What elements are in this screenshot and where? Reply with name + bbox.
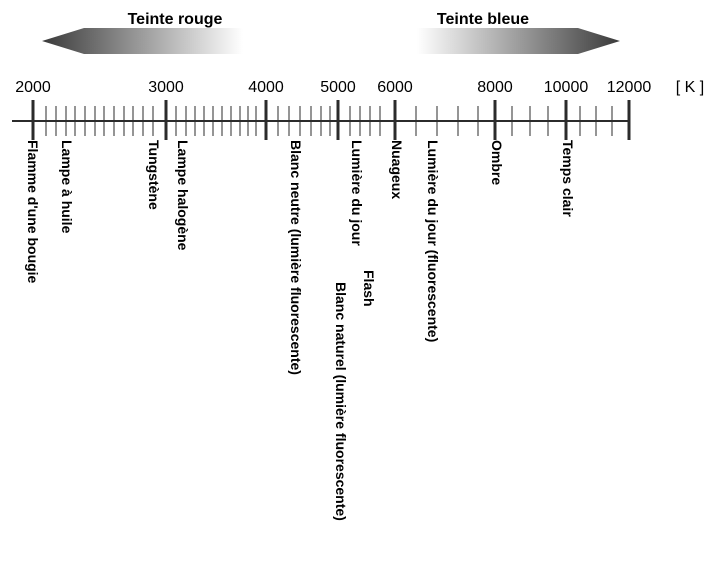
source-label-halogen: Lampe halogène — [175, 140, 191, 251]
tick-label-5000: 5000 — [320, 79, 356, 96]
source-label-daylight: Lumière du jour — [349, 140, 365, 246]
tick-label-12000: 12000 — [607, 79, 652, 96]
tick-labels: 2000 3000 4000 5000 6000 8000 10000 1200… — [15, 79, 651, 96]
tick-label-3000: 3000 — [148, 79, 184, 96]
blue-tint-arrow — [417, 28, 620, 54]
source-label-clear-weather: Temps clair — [560, 140, 576, 217]
source-label-cloudy: Nuageux — [389, 140, 405, 199]
red-tint-arrow — [42, 28, 243, 54]
source-label-flash: Flash — [361, 270, 377, 307]
tick-label-8000: 8000 — [477, 79, 513, 96]
source-labels: Flamme d'une bougie Lampe à huile Tungst… — [25, 140, 576, 521]
tick-label-6000: 6000 — [377, 79, 413, 96]
source-label-oil-lamp: Lampe à huile — [59, 140, 75, 234]
tick-label-2000: 2000 — [15, 79, 51, 96]
scale-axis — [12, 100, 631, 140]
kelvin-unit-label: [ K ] — [676, 79, 704, 96]
source-label-candle: Flamme d'une bougie — [25, 140, 41, 284]
blue-tint-label: Teinte bleue — [437, 11, 529, 28]
source-label-shade: Ombre — [489, 140, 505, 185]
source-label-natural-white: Blanc naturel (lumière fluorescente) — [333, 282, 349, 521]
source-label-tungsten: Tungstène — [146, 140, 162, 210]
tick-label-10000: 10000 — [544, 79, 589, 96]
red-tint-label: Teinte rouge — [128, 11, 223, 28]
tick-label-4000: 4000 — [248, 79, 284, 96]
source-label-neutral-white: Blanc neutre (lumière fluorescente) — [288, 140, 304, 375]
source-label-fluorescent-daylight: Lumière du jour (fluorescente) — [425, 140, 441, 342]
